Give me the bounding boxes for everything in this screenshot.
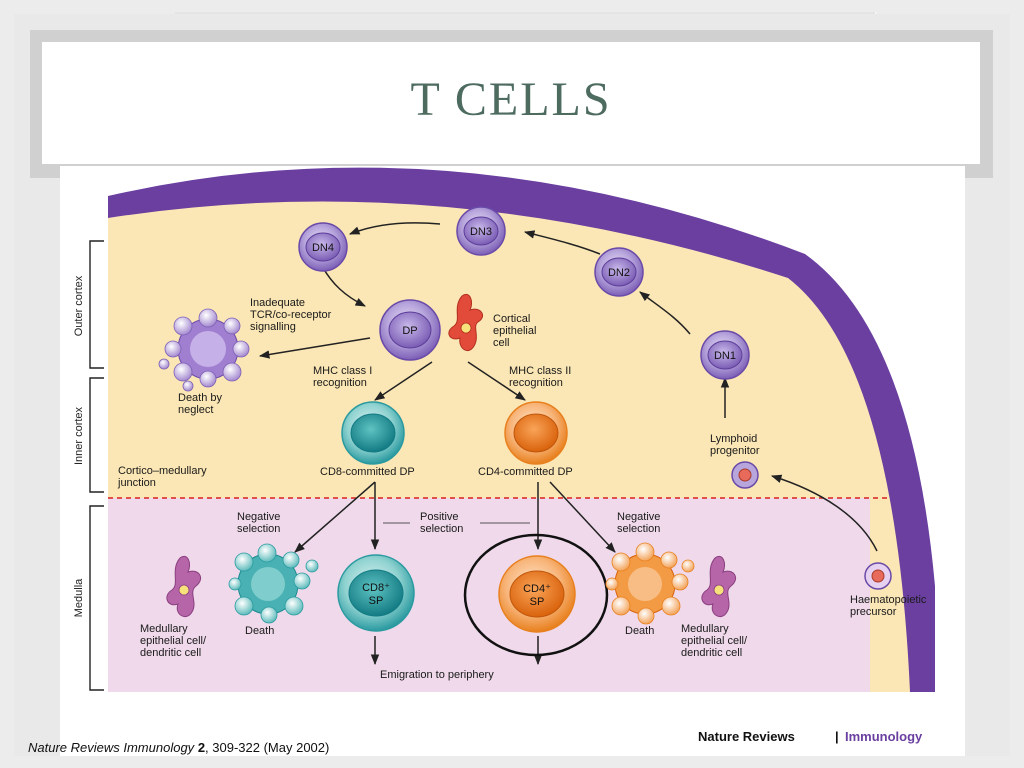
death-by-neglect-cell bbox=[158, 308, 250, 392]
cd4-sp-label-line1: CD4⁺ bbox=[523, 583, 551, 595]
positive-selection-line2: selection bbox=[420, 523, 463, 535]
cd4-committed-dp-cell bbox=[504, 401, 568, 465]
medullary-epithelial-left-line2: epithelial cell/ bbox=[140, 635, 207, 647]
cd4-committed-label: CD4-committed DP bbox=[478, 466, 573, 478]
citation-caption: Nature Reviews Immunology 2, 309-322 (Ma… bbox=[28, 740, 329, 755]
cortical-epithelial-cell bbox=[448, 294, 483, 351]
haematopoietic-label-line1: Haematopoietic bbox=[850, 594, 927, 606]
medulla-bracket bbox=[89, 505, 104, 691]
medullary-epithelial-cell-right bbox=[701, 556, 736, 617]
cortico-medullary-label-line2: junction bbox=[117, 477, 156, 489]
haematopoietic-precursor-cell bbox=[864, 562, 892, 590]
publisher-journal: Nature Reviews bbox=[698, 729, 795, 744]
negative-selection-left-line2: selection bbox=[237, 523, 280, 535]
publisher-logo: Nature Reviews | Immunology bbox=[698, 729, 923, 744]
mhc-class-i-label-line1: MHC class I bbox=[313, 365, 372, 377]
haematopoietic-label-line2: precursor bbox=[850, 606, 897, 618]
cd4-sp-highlight-ring bbox=[463, 533, 609, 657]
mhc-class-ii-label-line1: MHC class II bbox=[509, 365, 571, 377]
positive-selection-line1: Positive bbox=[420, 511, 459, 523]
cortical-epithelial-label-line1: Cortical bbox=[493, 313, 530, 325]
publisher-section: Immunology bbox=[845, 729, 923, 744]
mhc-class-ii-label-line2: recognition bbox=[509, 377, 563, 389]
emigration-label: Emigration to periphery bbox=[380, 669, 494, 681]
negative-selection-right-line2: selection bbox=[617, 523, 660, 535]
thymus-diagram: Outer cortex Inner cortex Medulla DN1 DN… bbox=[73, 167, 935, 744]
arrow-dp-to-cd4 bbox=[467, 361, 526, 401]
caption-pages-date: , 309-322 (May 2002) bbox=[205, 740, 330, 755]
cd8-sp-cell: CD8⁺ SP bbox=[337, 554, 415, 632]
cortical-epithelial-label-line2: epithelial bbox=[493, 325, 536, 337]
arrow-dn1-to-dn2 bbox=[639, 291, 691, 335]
cd8-committed-label: CD8-committed DP bbox=[320, 466, 415, 478]
slide-title: T CELLS bbox=[410, 73, 612, 126]
cd8-death-cell bbox=[228, 543, 319, 624]
death-left-label: Death bbox=[245, 625, 274, 637]
publisher-separator: | bbox=[835, 729, 839, 744]
death-by-neglect-label-line1: Death by bbox=[178, 392, 223, 404]
cortico-medullary-label-line1: Cortico–medullary bbox=[118, 465, 207, 477]
outer-cortex-label: Outer cortex bbox=[73, 275, 85, 336]
arrow-precursor-to-lymphoid bbox=[770, 474, 878, 552]
lymphoid-progenitor-cell bbox=[731, 461, 759, 489]
dn3-cell: DN3 bbox=[456, 206, 506, 256]
dn4-cell: DN4 bbox=[298, 222, 348, 272]
cd8-sp-label-line2: SP bbox=[369, 595, 384, 607]
dn4-label: DN4 bbox=[312, 242, 334, 254]
inadequate-label-line2: TCR/co-receptor bbox=[250, 309, 332, 321]
inner-cortex-label: Inner cortex bbox=[73, 406, 85, 465]
outer-cortex-bracket bbox=[89, 240, 104, 369]
inadequate-label-line1: Inadequate bbox=[250, 297, 305, 309]
medulla-region bbox=[108, 498, 870, 692]
cd8-committed-dp-cell bbox=[341, 401, 405, 465]
medulla-label: Medulla bbox=[73, 578, 85, 617]
dn2-label: DN2 bbox=[608, 267, 630, 279]
dn3-label: DN3 bbox=[470, 226, 492, 238]
caption-volume: 2 bbox=[197, 740, 206, 755]
medullary-epithelial-left-line1: Medullary bbox=[140, 623, 188, 635]
arrow-cd4-negative bbox=[549, 481, 616, 553]
arrow-dn2-to-dn3 bbox=[523, 230, 601, 255]
thymus-diagram-figure: Outer cortex Inner cortex Medulla DN1 DN… bbox=[60, 166, 965, 756]
death-right-label: Death bbox=[625, 625, 654, 637]
negative-selection-right-line1: Negative bbox=[617, 511, 660, 523]
medullary-epithelial-right-line1: Medullary bbox=[681, 623, 729, 635]
medullary-epithelial-right-line2: epithelial cell/ bbox=[681, 635, 748, 647]
caption-journal: Nature Reviews Immunology bbox=[28, 740, 195, 755]
arrow-dp-to-death bbox=[258, 337, 371, 359]
cd4-death-cell bbox=[605, 542, 695, 625]
dn1-cell: DN1 bbox=[700, 330, 750, 380]
dp-cell: DP bbox=[379, 299, 441, 361]
dn2-cell: DN2 bbox=[594, 247, 644, 297]
cd4-sp-cell: CD4⁺ SP bbox=[498, 555, 576, 633]
death-by-neglect-label-line2: neglect bbox=[178, 404, 213, 416]
inner-cortex-bracket bbox=[89, 377, 104, 493]
arrow-cd8-negative bbox=[294, 481, 376, 553]
medullary-epithelial-left-line3: dendritic cell bbox=[140, 647, 201, 659]
mhc-class-i-label-line2: recognition bbox=[313, 377, 367, 389]
title-panel-inner bbox=[42, 42, 980, 164]
lymphoid-progenitor-label-line2: progenitor bbox=[710, 445, 760, 457]
arrow-dn3-to-dn4 bbox=[349, 222, 441, 235]
arrow-dp-to-cd8 bbox=[374, 361, 433, 401]
inadequate-label-line3: signalling bbox=[250, 321, 296, 333]
dn1-label: DN1 bbox=[714, 350, 736, 362]
cd4-sp-label-line2: SP bbox=[530, 596, 545, 608]
medullary-epithelial-right-line3: dendritic cell bbox=[681, 647, 742, 659]
medullary-epithelial-cell-left bbox=[166, 556, 201, 617]
cortical-epithelial-label-line3: cell bbox=[493, 337, 510, 349]
dp-label: DP bbox=[402, 325, 417, 337]
negative-selection-left-line1: Negative bbox=[237, 511, 280, 523]
lymphoid-progenitor-label-line1: Lymphoid bbox=[710, 433, 757, 445]
cd8-sp-label-line1: CD8⁺ bbox=[362, 582, 390, 594]
